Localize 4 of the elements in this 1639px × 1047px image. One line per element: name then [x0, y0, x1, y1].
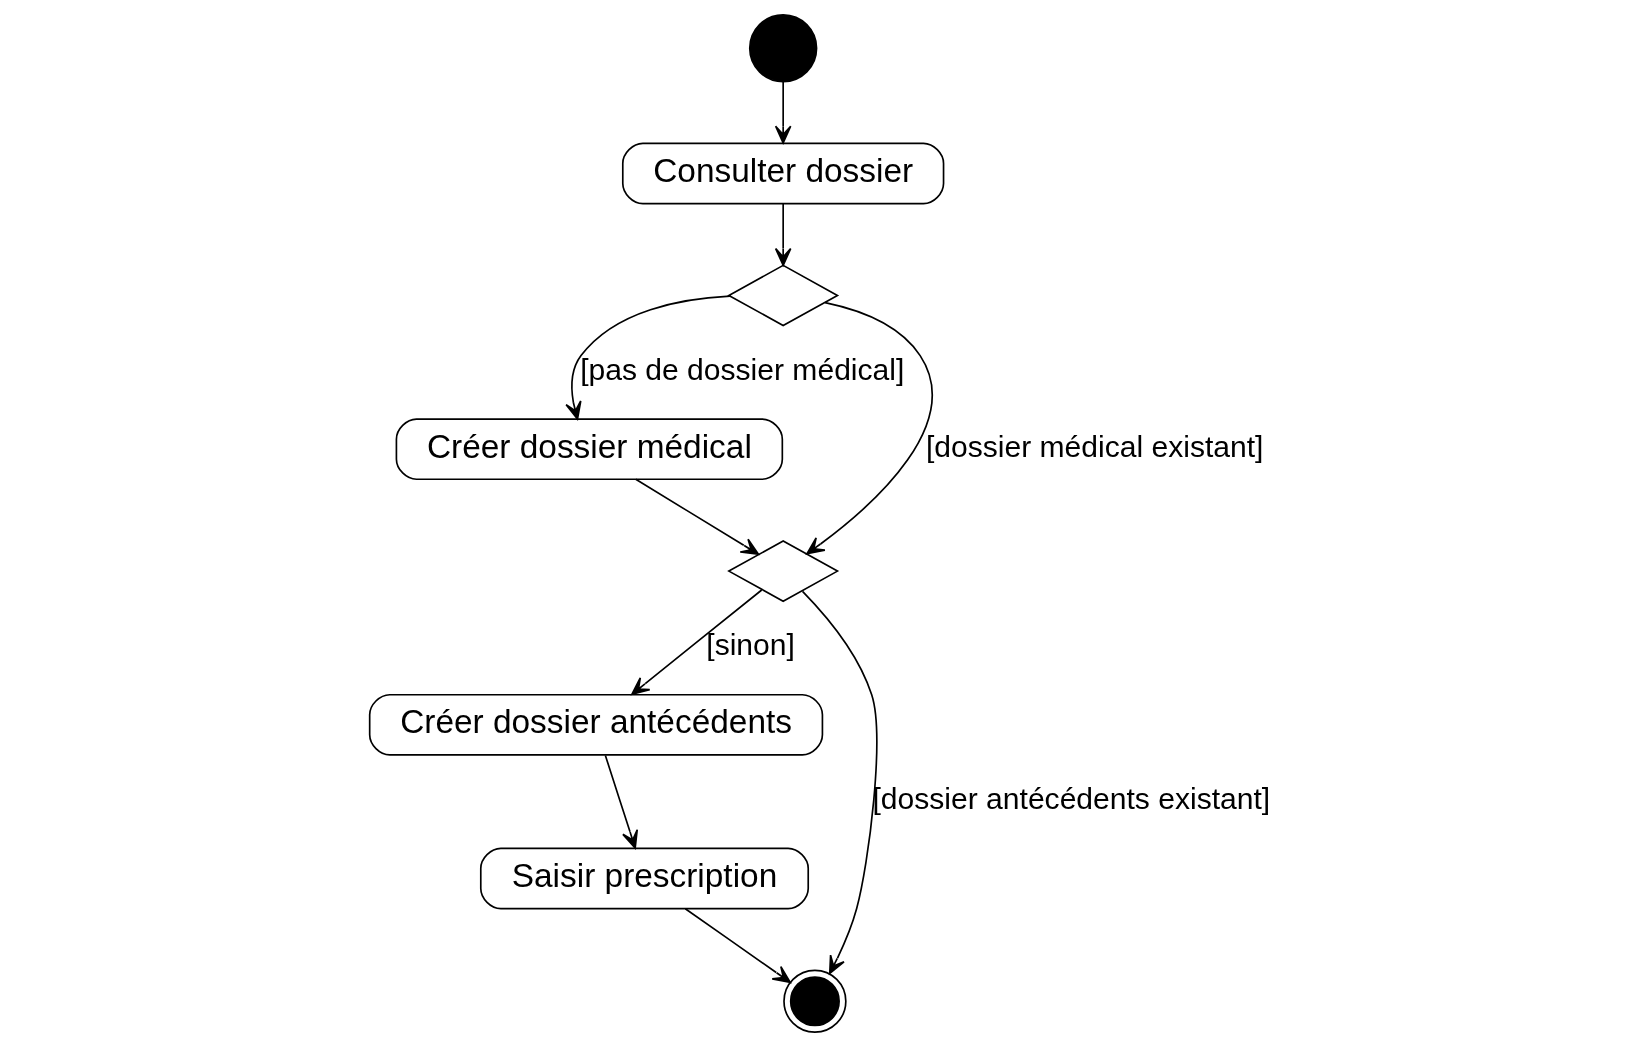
edge-label: [dossier antécédents existant]	[872, 782, 1271, 816]
edge-label: [dossier médical existant]	[925, 429, 1264, 463]
edge-label: [pas de dossier médical]	[580, 352, 905, 386]
edge-label: [sinon]	[706, 628, 795, 662]
